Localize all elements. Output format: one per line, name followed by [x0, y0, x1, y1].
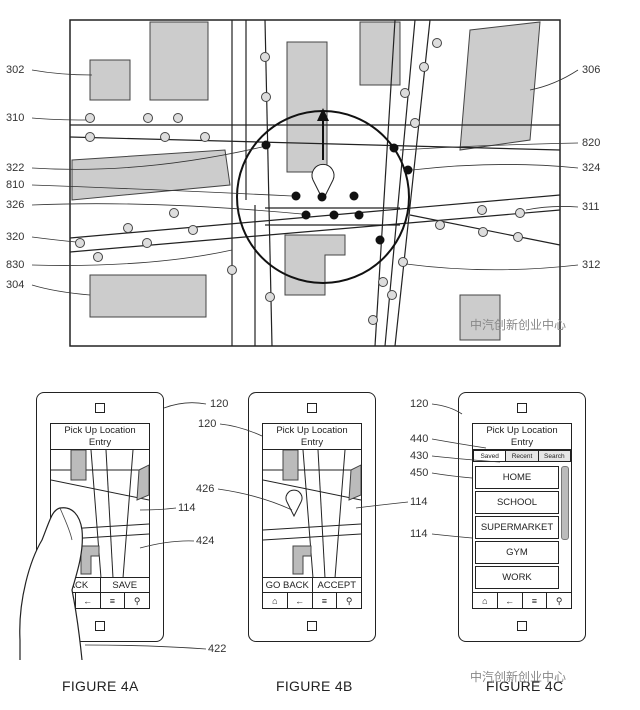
screen-title-line1: Pick Up Location — [486, 425, 558, 436]
screen-title-line1: Pick Up Location — [64, 425, 136, 436]
ref-label: 114 — [410, 528, 428, 540]
watermark: 中汽创新创业中心 — [470, 670, 567, 684]
tab-recent[interactable]: Recent — [506, 450, 539, 462]
ref-label: 430 — [410, 450, 429, 462]
menu-icon[interactable]: ≡ — [313, 593, 338, 608]
ref-label: 426 — [196, 483, 215, 495]
screen-title-line1: Pick Up Location — [276, 425, 348, 436]
speaker — [517, 403, 527, 413]
ref-label: 114 — [178, 502, 196, 514]
pin-icon — [285, 489, 303, 518]
screen-title-line2: Entry — [300, 437, 324, 448]
figure-caption: FIGURE 4C — [486, 678, 564, 694]
nav-bar: ⌂ ← ≡ ⚲ — [263, 592, 361, 608]
back-arrow-icon[interactable]: ← — [76, 593, 101, 608]
menu-icon[interactable]: ≡ — [523, 593, 548, 608]
tab-bar: Saved Recent Search — [473, 450, 571, 462]
ref-label: 322 — [6, 162, 25, 174]
list-item[interactable]: SCHOOL — [475, 491, 559, 514]
screen-title-line2: Entry — [88, 437, 112, 448]
back-arrow-icon[interactable]: ← — [288, 593, 313, 608]
map-view[interactable] — [51, 450, 149, 578]
figure-caption: FIGURE 4B — [276, 678, 353, 694]
screen-title-line2: Entry — [510, 437, 534, 448]
home-hardware-button[interactable] — [517, 621, 527, 631]
back-button[interactable]: BACK — [51, 578, 101, 593]
search-icon[interactable]: ⚲ — [345, 596, 353, 606]
screen-title: Pick Up Location Entry — [51, 424, 149, 450]
ref-label: 304 — [6, 279, 25, 291]
search-icon[interactable]: ⚲ — [133, 596, 141, 606]
location-list: HOME SCHOOL SUPERMARKET GYM WORK — [475, 466, 559, 591]
list-item[interactable]: WORK — [475, 566, 559, 589]
save-button[interactable]: SAVE — [112, 580, 138, 591]
speaker — [95, 403, 105, 413]
ref-label: 320 — [6, 231, 25, 243]
ref-label: 820 — [582, 137, 601, 149]
ref-label: 310 — [6, 112, 25, 124]
ref-label: 830 — [6, 259, 25, 271]
ref-label: 422 — [208, 643, 227, 655]
figure-caption: FIGURE 4A — [62, 678, 139, 694]
home-hardware-button[interactable] — [95, 621, 105, 631]
go-back-button[interactable]: GO BACK — [263, 578, 313, 593]
phone-figure-4a: Pick Up Location Entry BACK SAVE ⌂ ← ≡ ⚲ — [36, 392, 164, 642]
ref-label: 424 — [196, 535, 215, 547]
ref-label: 326 — [6, 199, 25, 211]
ref-label: 810 — [6, 179, 25, 191]
ref-label: 306 — [582, 64, 601, 76]
ref-label: 311 — [582, 201, 600, 213]
list-item[interactable]: SUPERMARKET — [475, 516, 559, 539]
ref-label: 302 — [6, 64, 25, 76]
ref-label: 440 — [410, 433, 429, 445]
phone-figure-4c: Pick Up Location Entry Saved Recent Sear… — [458, 392, 586, 642]
ref-label: 120 — [410, 398, 429, 410]
home-hardware-button[interactable] — [307, 621, 317, 631]
list-item[interactable]: GYM — [475, 541, 559, 564]
accept-button[interactable]: ACCEPT — [317, 580, 357, 591]
phone-screen: Pick Up Location Entry Saved Recent Sear… — [472, 423, 572, 609]
tab-search[interactable]: Search — [538, 450, 571, 462]
action-bar: BACK SAVE — [51, 577, 149, 593]
home-icon[interactable]: ⌂ — [51, 593, 76, 608]
phone-figure-4b: Pick Up Location Entry GO BACK ACCEPT ⌂ … — [248, 392, 376, 642]
ref-label: 120 — [198, 418, 217, 430]
nav-bar: ⌂ ← ≡ ⚲ — [51, 592, 149, 608]
screen-title: Pick Up Location Entry — [263, 424, 361, 450]
search-icon[interactable]: ⚲ — [555, 596, 563, 606]
ref-label: 324 — [582, 162, 601, 174]
tab-saved[interactable]: Saved — [473, 450, 507, 462]
map-figure — [31, 19, 579, 347]
screen-title: Pick Up Location Entry — [473, 424, 571, 450]
scrollbar[interactable] — [561, 466, 569, 540]
list-item[interactable]: HOME — [475, 466, 559, 489]
watermark: 中汽创新创业中心 — [470, 318, 567, 332]
ref-label: 312 — [582, 259, 601, 271]
ref-label: 114 — [410, 496, 428, 508]
ref-label: 120 — [210, 398, 229, 410]
map-view[interactable] — [263, 450, 361, 578]
phone-screen: Pick Up Location Entry BACK SAVE ⌂ ← ≡ ⚲ — [50, 423, 150, 609]
ref-label: 450 — [410, 467, 429, 479]
home-icon[interactable]: ⌂ — [263, 593, 288, 608]
action-bar: GO BACK ACCEPT — [263, 577, 361, 593]
home-icon[interactable]: ⌂ — [473, 593, 498, 608]
nav-bar: ⌂ ← ≡ ⚲ — [473, 592, 571, 608]
menu-icon[interactable]: ≡ — [101, 593, 126, 608]
back-arrow-icon[interactable]: ← — [498, 593, 523, 608]
speaker — [307, 403, 317, 413]
phone-screen: Pick Up Location Entry GO BACK ACCEPT ⌂ … — [262, 423, 362, 609]
